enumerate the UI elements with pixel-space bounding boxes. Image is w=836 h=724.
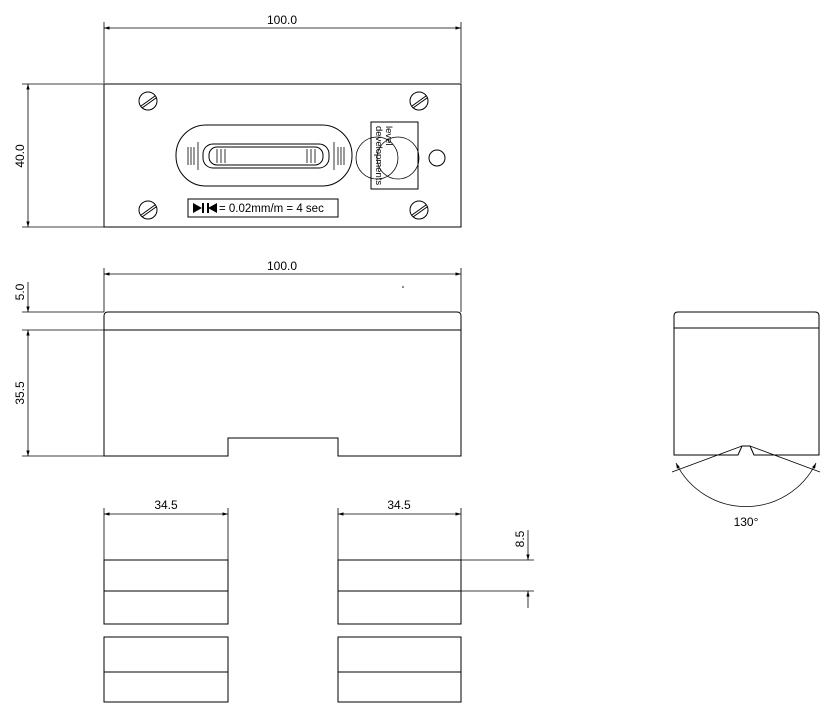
front-body-height-label: 35.5	[13, 381, 27, 405]
bottom-left-lower-block	[103, 636, 229, 703]
front-view: 100.0 5.0 35.5	[13, 259, 462, 457]
side-view: 130°	[671, 311, 821, 529]
bottom-left-width-label: 34.5	[154, 498, 178, 512]
screw-icon	[138, 200, 158, 220]
brand-line2: developments	[373, 126, 384, 185]
screw-icon	[409, 91, 429, 111]
sensitivity-plate-frame	[187, 198, 339, 218]
front-top-height-label: 5.0	[13, 283, 27, 300]
front-top-plate	[103, 311, 462, 331]
top-width-label: 100.0	[267, 13, 297, 27]
vial-bubble	[208, 146, 324, 166]
side-top-plate	[673, 311, 820, 329]
side-body-outline	[673, 328, 820, 456]
bottom-view: 34.5 34.5 8.5	[103, 498, 534, 703]
brand-logo-frame	[370, 121, 419, 190]
brand-logo: level developments	[355, 121, 420, 190]
v-angle-label: 130°	[734, 515, 759, 529]
vial-graduations-left	[187, 142, 226, 170]
groove-height-label: 8.5	[513, 530, 527, 547]
angle-dimension-arc	[675, 462, 817, 507]
brand-logo-circle	[376, 136, 420, 180]
bottom-left-upper-block	[103, 559, 229, 625]
top-view-outline	[103, 83, 462, 228]
front-width-label: 100.0	[267, 259, 297, 273]
front-body-outline	[103, 330, 462, 457]
top-view: 100.0 40.0	[13, 13, 462, 228]
brand-logo-arc	[355, 136, 399, 180]
v-groove-extension-right	[749, 445, 821, 473]
brand-line1: level	[383, 126, 394, 146]
vial-window	[175, 124, 353, 187]
bottom-right-width-label: 34.5	[387, 498, 411, 512]
vial-graduations-right	[306, 142, 345, 170]
stray-dot	[402, 286, 404, 288]
arrow-right-icon	[193, 203, 202, 213]
bottom-right-upper-block	[337, 559, 462, 625]
mounting-hole	[428, 149, 446, 167]
arrow-left-icon	[208, 203, 217, 213]
v-groove-extension-left	[671, 445, 743, 473]
sensitivity-plate: = 0.02mm/m = 4 sec	[187, 198, 339, 218]
vial-tube	[202, 143, 330, 169]
bubble-vial	[175, 124, 353, 187]
screw-icon	[409, 200, 429, 220]
screw-icon	[138, 91, 158, 111]
top-height-label: 40.0	[13, 144, 27, 168]
bottom-right-lower-block	[337, 636, 462, 703]
sensitivity-label: = 0.02mm/m = 4 sec	[219, 203, 324, 215]
